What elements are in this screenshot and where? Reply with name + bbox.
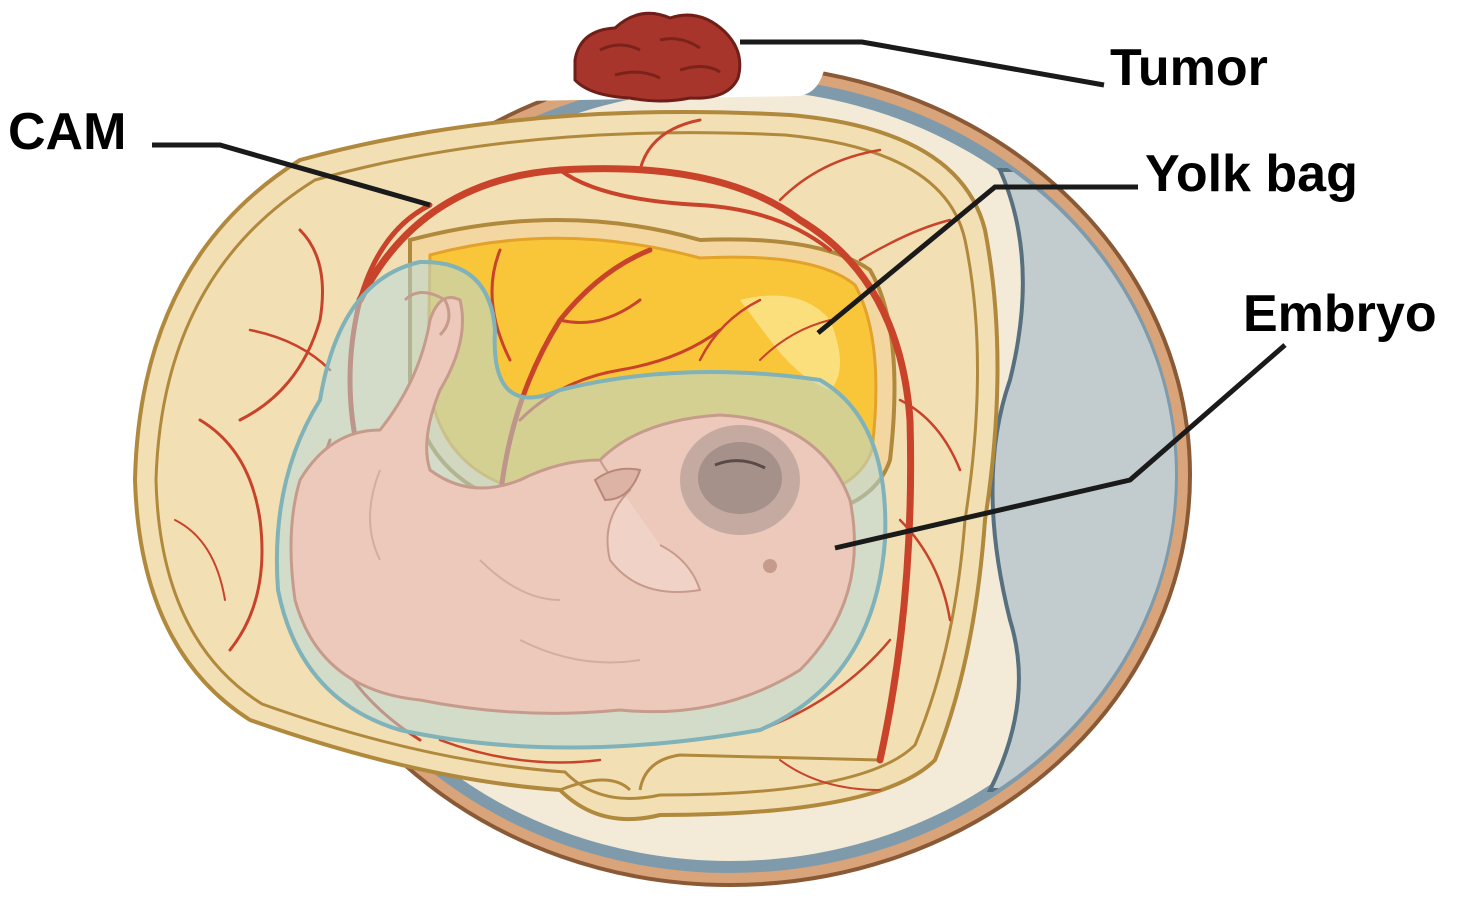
air-cell [986,168,1175,792]
embryo-label: Embryo [1243,285,1437,343]
yolk-bag-label: Yolk bag [1145,145,1358,203]
tumor-label: Tumor [1110,39,1268,97]
embryo-leader [834,343,1287,551]
leader-lines [152,39,1287,551]
tumor [573,11,742,103]
cam-label: CAM [8,103,127,161]
embryo [289,291,856,715]
yolk-bag-leader [816,184,1138,335]
tumor-leader [740,39,1105,88]
cam-leader [152,142,431,208]
